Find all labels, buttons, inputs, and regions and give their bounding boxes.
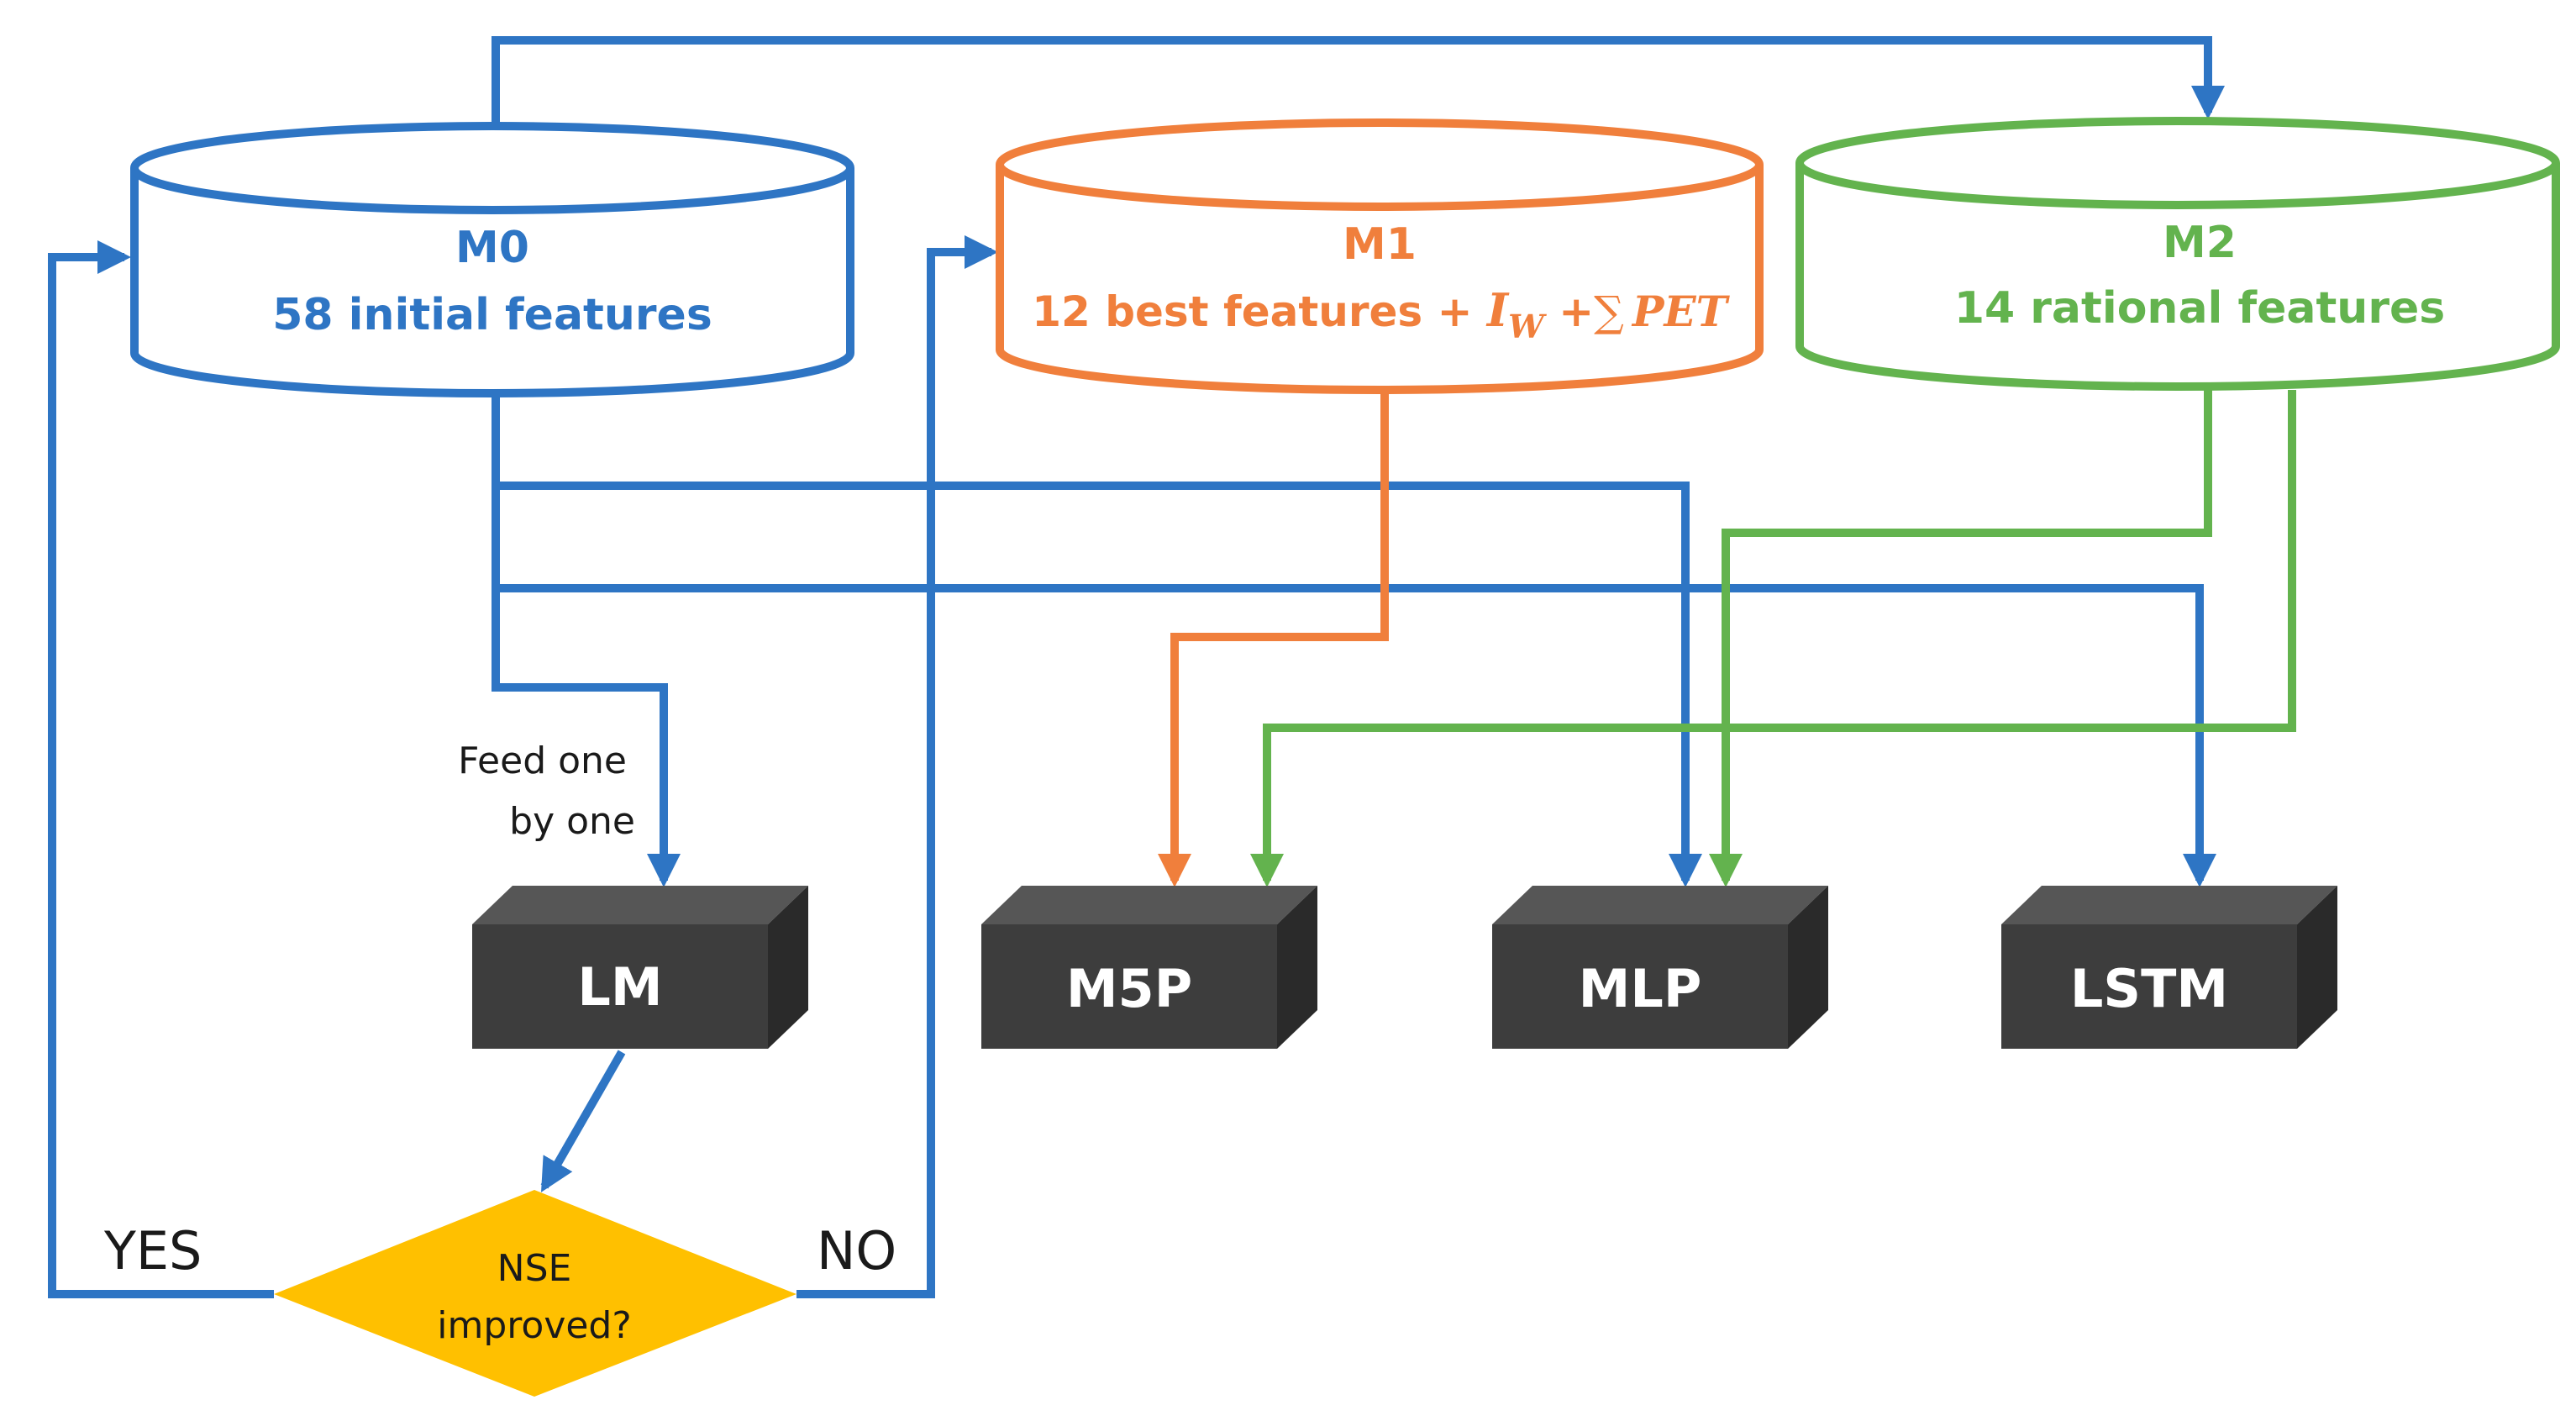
m1-plus: + <box>1544 287 1594 336</box>
connector-m1-to-m5p <box>1158 393 1389 887</box>
model-m5p-side <box>1277 886 1317 1049</box>
model-lm-side <box>768 886 808 1049</box>
model-mlp: MLP <box>1492 886 1828 1049</box>
connector-yes-loop <box>48 240 274 1298</box>
model-m5p-top <box>981 886 1317 924</box>
dataset-m0: M0 58 initial features <box>130 122 854 397</box>
dataset-m1-subtitle: 12 best features + IW +∑PET <box>1032 283 1730 345</box>
model-mlp-label: MLP <box>1579 958 1702 1019</box>
dataset-m0-subtitle: 58 initial features <box>272 290 712 340</box>
feed-label-line1: Feed one <box>458 739 627 782</box>
m1-subtitle-prefix: 12 best features + <box>1032 287 1487 336</box>
model-lm: LM <box>472 886 808 1049</box>
decision-nse: NSE improved? <box>274 1190 796 1397</box>
cylinder-m2-body <box>1795 163 2560 391</box>
decision-line2: improved? <box>437 1304 631 1347</box>
cylinder-m0-body <box>130 168 854 397</box>
connectors <box>48 36 2296 1298</box>
dataset-m2: M2 14 rational features <box>1795 117 2560 391</box>
model-lm-label: LM <box>577 956 662 1018</box>
model-m5p-label: M5P <box>1066 958 1192 1019</box>
cylinder-m1-body <box>996 165 1764 394</box>
no-label: NO <box>817 1220 896 1282</box>
connector-m2-to-m5p <box>1250 390 2296 887</box>
decision-line1: NSE <box>497 1247 572 1290</box>
cylinder-m0-top <box>130 122 854 214</box>
connector-m0-to-m2 <box>492 36 2225 123</box>
m1-sum-symbol: ∑ <box>1594 287 1624 336</box>
connector-no-to-m1 <box>796 235 998 1298</box>
dataset-m2-title: M2 <box>2163 218 2237 268</box>
cylinder-m1-top <box>996 118 1764 211</box>
model-lstm-side <box>2297 886 2337 1049</box>
m1-iw-subscript: W <box>1508 308 1547 345</box>
model-lstm-label: LSTM <box>2070 958 2228 1019</box>
model-lstm: LSTM <box>2001 886 2337 1049</box>
dataset-m0-title: M0 <box>455 223 529 273</box>
model-lstm-top <box>2001 886 2337 924</box>
decision-diamond-shape <box>274 1190 796 1397</box>
model-lm-front <box>472 924 768 1049</box>
model-mlp-top <box>1492 886 1828 924</box>
m1-iw-symbol: I <box>1485 283 1510 337</box>
m1-pet: PET <box>1631 287 1731 336</box>
connector-lm-to-decision <box>540 1050 626 1192</box>
model-m5p-front <box>981 924 1277 1049</box>
model-lm-top <box>472 886 808 924</box>
connector-m0-to-lm <box>492 395 681 887</box>
model-m5p: M5P <box>981 886 1317 1049</box>
model-mlp-front <box>1492 924 1788 1049</box>
connector-m0-to-mlp <box>496 482 1702 887</box>
yes-label: YES <box>103 1220 202 1282</box>
feed-label-line2: by one <box>509 800 635 843</box>
model-lstm-front <box>2001 924 2297 1049</box>
connector-m0-to-lstm <box>496 584 2216 887</box>
connector-m2-to-mlp <box>1709 390 2212 887</box>
cylinder-m2-top <box>1795 117 2560 209</box>
dataset-m1-title: M1 <box>1343 219 1417 270</box>
dataset-m2-subtitle: 14 rational features <box>1954 283 2445 334</box>
model-mlp-side <box>1788 886 1828 1049</box>
dataset-m1: M1 12 best features + IW +∑PET <box>996 118 1764 394</box>
